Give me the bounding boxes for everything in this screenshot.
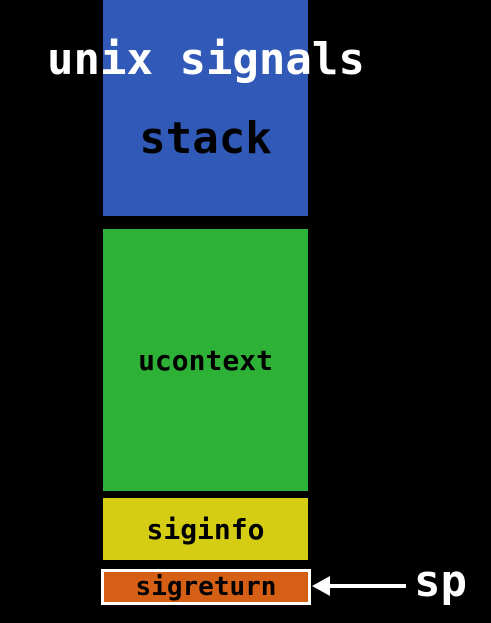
ucontext-block: ucontext bbox=[103, 229, 308, 491]
sigreturn-block: sigreturn bbox=[101, 569, 311, 605]
stack-label: stack bbox=[139, 112, 272, 164]
sigreturn-label: sigreturn bbox=[135, 572, 277, 602]
ucontext-label: ucontext bbox=[138, 343, 273, 377]
stack-block: stack bbox=[103, 0, 308, 216]
stack-pointer-arrow-icon bbox=[312, 576, 406, 596]
page-title: unix signals bbox=[47, 34, 365, 85]
siginfo-block: siginfo bbox=[103, 498, 308, 560]
stack-pointer-label: sp bbox=[414, 556, 467, 607]
siginfo-label: siginfo bbox=[146, 512, 265, 546]
